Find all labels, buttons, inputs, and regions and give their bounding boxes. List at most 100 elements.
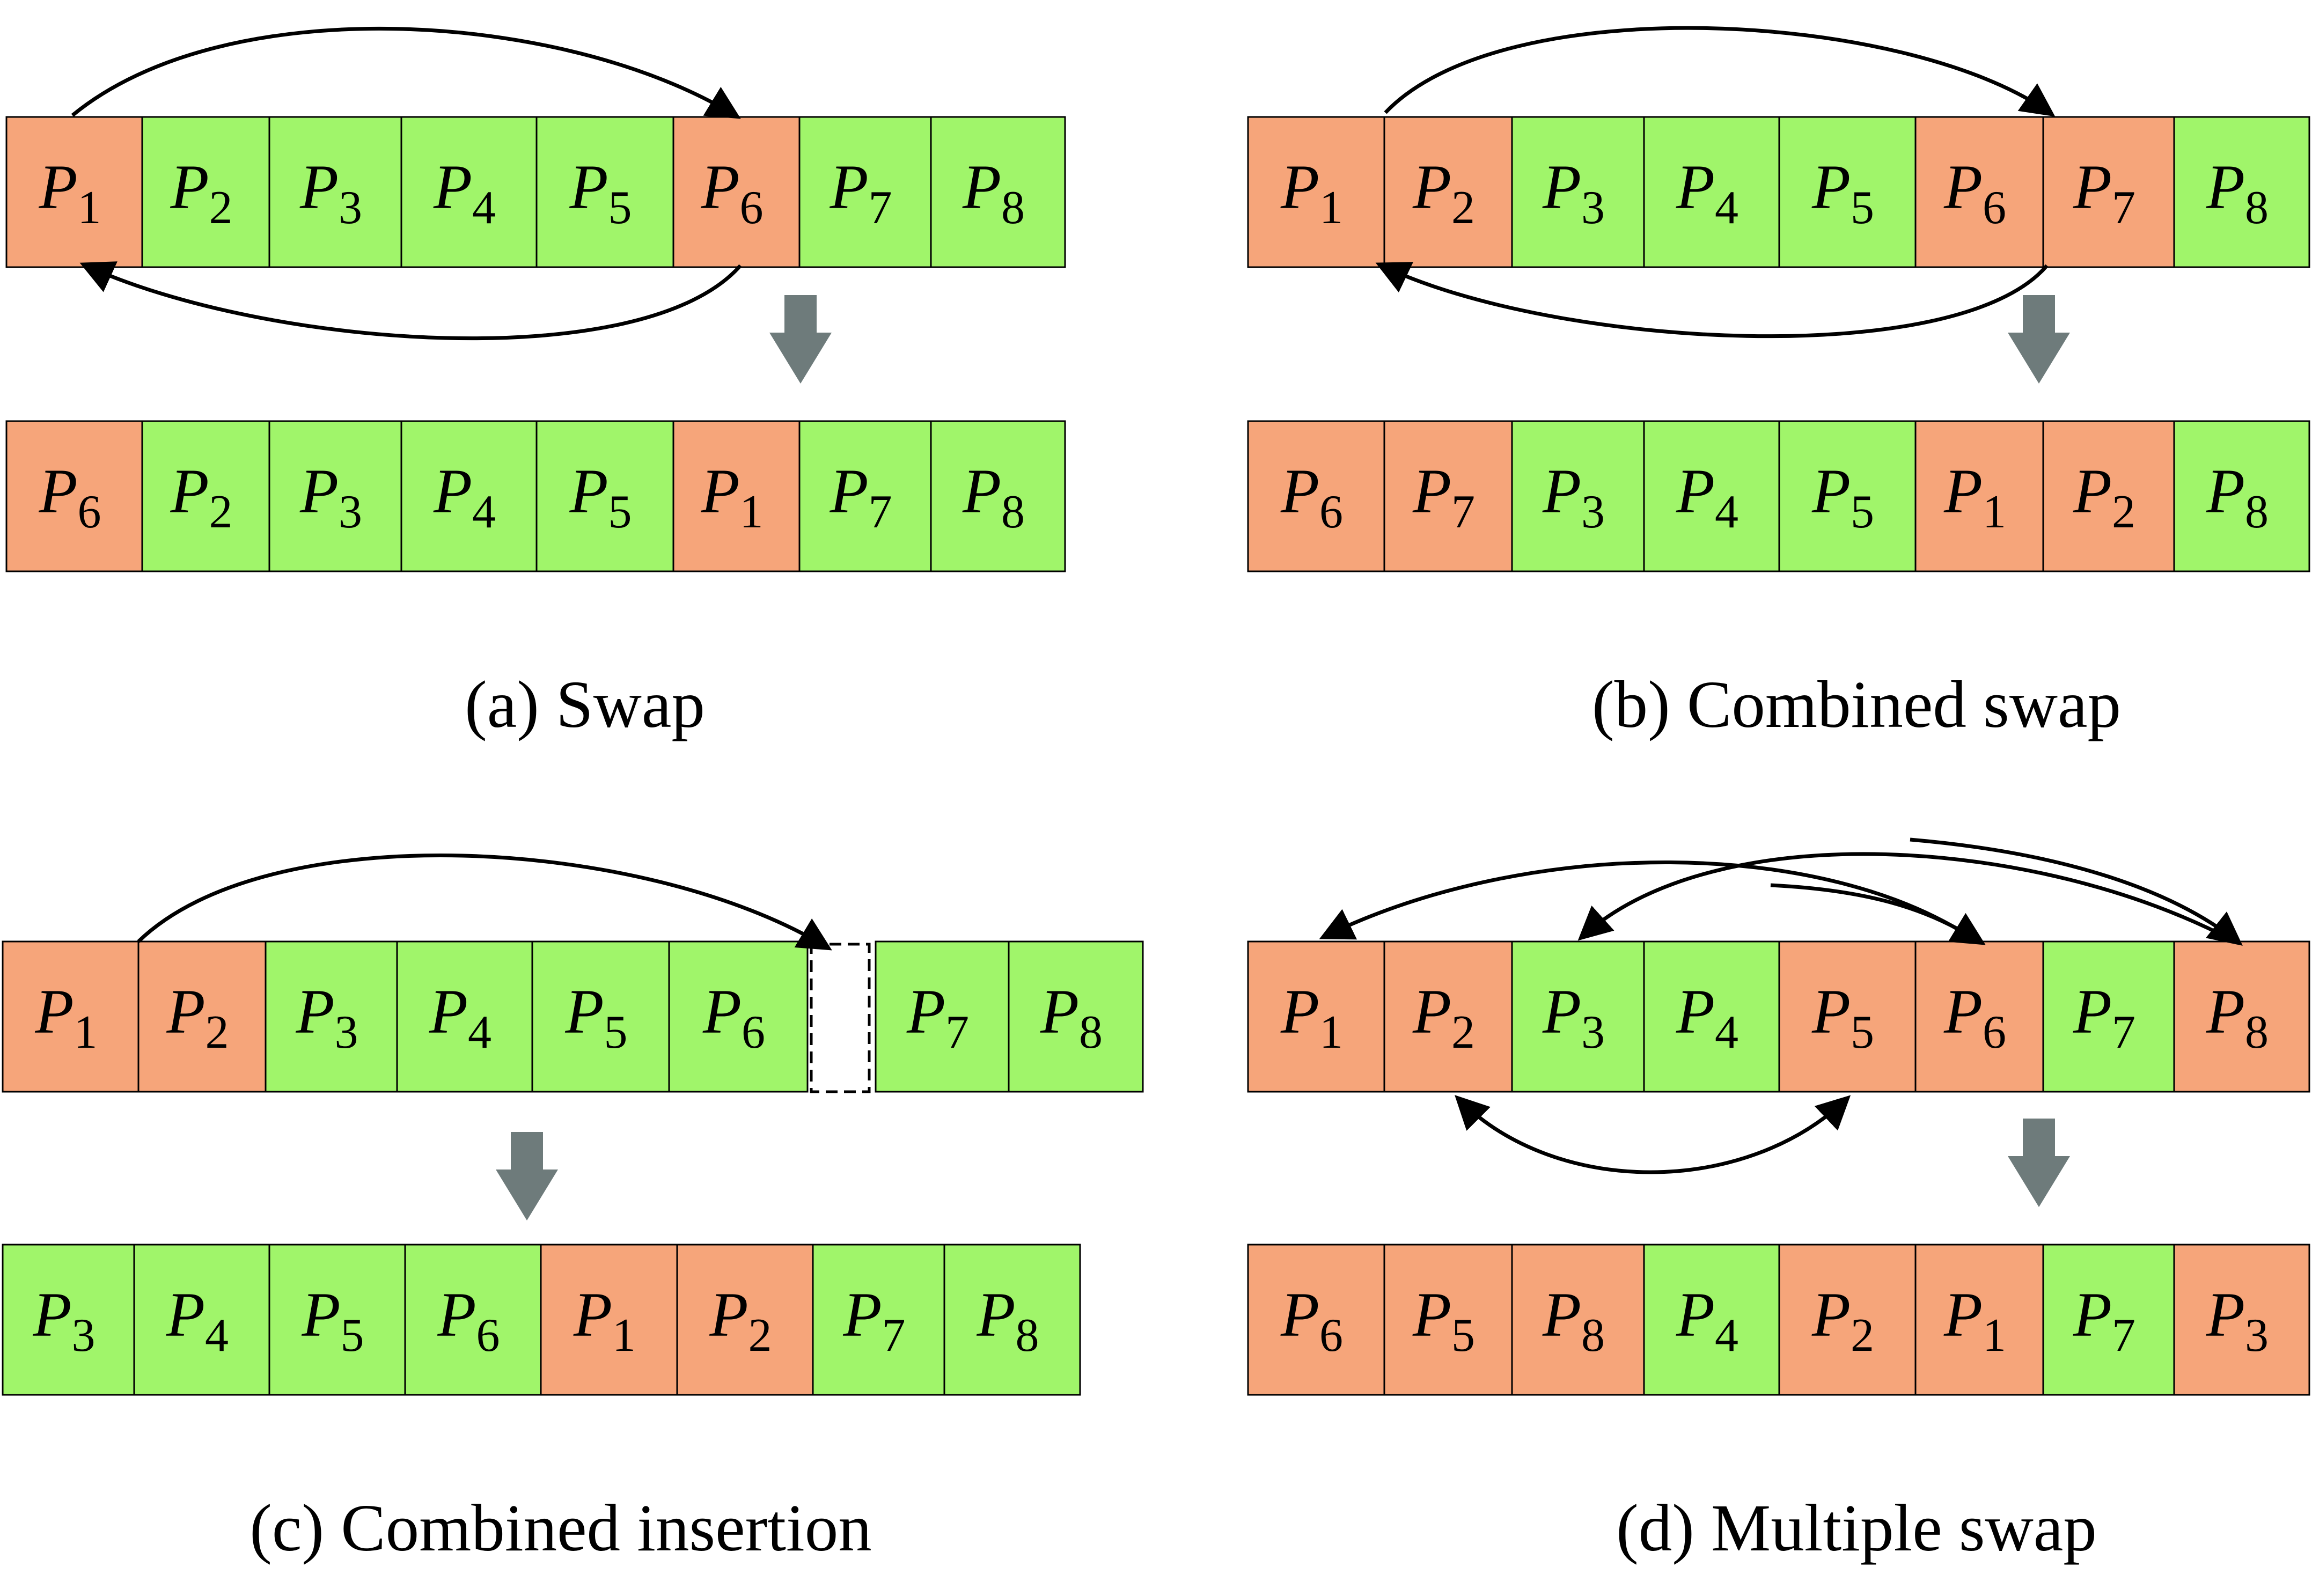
cell-box [133, 1244, 270, 1396]
cell-label: P8 [962, 456, 1025, 538]
cell-p7: P7 [812, 1244, 945, 1396]
cell-p3: P3 [1511, 420, 1645, 572]
cell-label: P8 [2206, 976, 2269, 1058]
cell-label: P6 [1280, 456, 1343, 538]
cell-p8: P8 [930, 116, 1066, 268]
cell-label: P4 [1676, 152, 1738, 234]
cell-label: P3 [295, 976, 358, 1058]
cell-box [1914, 420, 2044, 572]
cell-p8: P8 [930, 420, 1066, 572]
cell-label: P5 [1412, 1279, 1475, 1362]
cell-label: P7 [842, 1279, 905, 1362]
caption-a: (a) Swap [465, 668, 705, 742]
cell-label: P2 [166, 976, 229, 1058]
cell-p4: P4 [400, 420, 538, 572]
cell-label: P8 [976, 1279, 1039, 1362]
cell-label: P2 [170, 152, 232, 234]
cell-p2: P2 [676, 1244, 814, 1396]
cell-label: P8 [1040, 976, 1103, 1058]
cell-p6: P6 [668, 940, 809, 1093]
cell-box [1383, 116, 1513, 268]
cell-label: P4 [433, 456, 496, 538]
cell-label: P4 [1676, 976, 1738, 1058]
cell-box [2042, 940, 2175, 1093]
cell-label: P1 [1943, 456, 2006, 538]
cell-label: P5 [564, 976, 627, 1058]
cell-label: P7 [2073, 1279, 2135, 1362]
cell-box [1247, 940, 1385, 1093]
cell-label: P6 [700, 152, 763, 234]
cell-p7: P7 [2042, 1244, 2175, 1396]
cell-box [400, 420, 538, 572]
cell-p6: P6 [1914, 940, 2044, 1093]
cell-p7: P7 [2042, 940, 2175, 1093]
cell-p6: P6 [1247, 420, 1385, 572]
cell-label: P6 [1943, 152, 2006, 234]
down-arrow-c [496, 1132, 558, 1220]
cell-box [2173, 116, 2310, 268]
cell-p2: P2 [1383, 116, 1513, 268]
cell-p5: P5 [531, 940, 670, 1093]
cell-box [798, 116, 932, 268]
cell-label: P2 [2073, 456, 2135, 538]
cell-box [943, 1244, 1081, 1396]
cell-p4: P4 [133, 1244, 270, 1396]
cell-p2: P2 [1383, 940, 1513, 1093]
cell-box [137, 940, 267, 1093]
cell-p7: P7 [1383, 420, 1513, 572]
cell-box [1643, 940, 1780, 1093]
cell-p5: P5 [1778, 420, 1917, 572]
cell-label: P3 [299, 152, 362, 234]
cell-box [268, 1244, 406, 1396]
cell-p7: P7 [875, 940, 1010, 1093]
cell-box [1511, 1244, 1645, 1396]
cell-label: P1 [1280, 976, 1343, 1058]
cell-p5: P5 [535, 420, 674, 572]
cell-p5: P5 [1383, 1244, 1513, 1396]
cell-p3: P3 [2, 1244, 135, 1396]
cell-box [930, 420, 1066, 572]
cell-p1: P1 [1914, 420, 2044, 572]
cell-box [1778, 1244, 1917, 1396]
cell-p8: P8 [1511, 1244, 1645, 1396]
caption-c: (c) Combined insertion [249, 1491, 872, 1565]
cell-box [531, 940, 670, 1093]
cell-label: P7 [829, 152, 892, 234]
cell-label: P4 [1676, 1279, 1738, 1362]
cell-p4: P4 [1643, 1244, 1780, 1396]
cell-label: P6 [1943, 976, 2006, 1058]
cell-label: P2 [709, 1279, 772, 1362]
cell-box [668, 940, 809, 1093]
cell-label: P1 [38, 152, 101, 234]
cell-box [676, 1244, 814, 1396]
cell-label: P3 [1542, 456, 1605, 538]
cell-label: P1 [34, 976, 97, 1058]
cell-box [535, 420, 674, 572]
cell-box [1247, 420, 1385, 572]
cell-box [268, 116, 402, 268]
cell-label: P3 [1542, 976, 1605, 1058]
cell-label: P8 [962, 152, 1025, 234]
cell-p3: P3 [1511, 940, 1645, 1093]
cell-p8: P8 [1008, 940, 1144, 1093]
cell-label: P2 [1811, 1279, 1874, 1362]
cell-box [2042, 420, 2175, 572]
cell-box [141, 420, 270, 572]
cell-box [812, 1244, 945, 1396]
cell-box [2042, 1244, 2175, 1396]
cell-box [2, 940, 140, 1093]
cell-p5: P5 [268, 1244, 406, 1396]
cell-box [5, 420, 143, 572]
caption-b: (b) Combined swap [1592, 668, 2121, 742]
cell-label: P3 [1542, 152, 1605, 234]
cell-box [1383, 420, 1513, 572]
